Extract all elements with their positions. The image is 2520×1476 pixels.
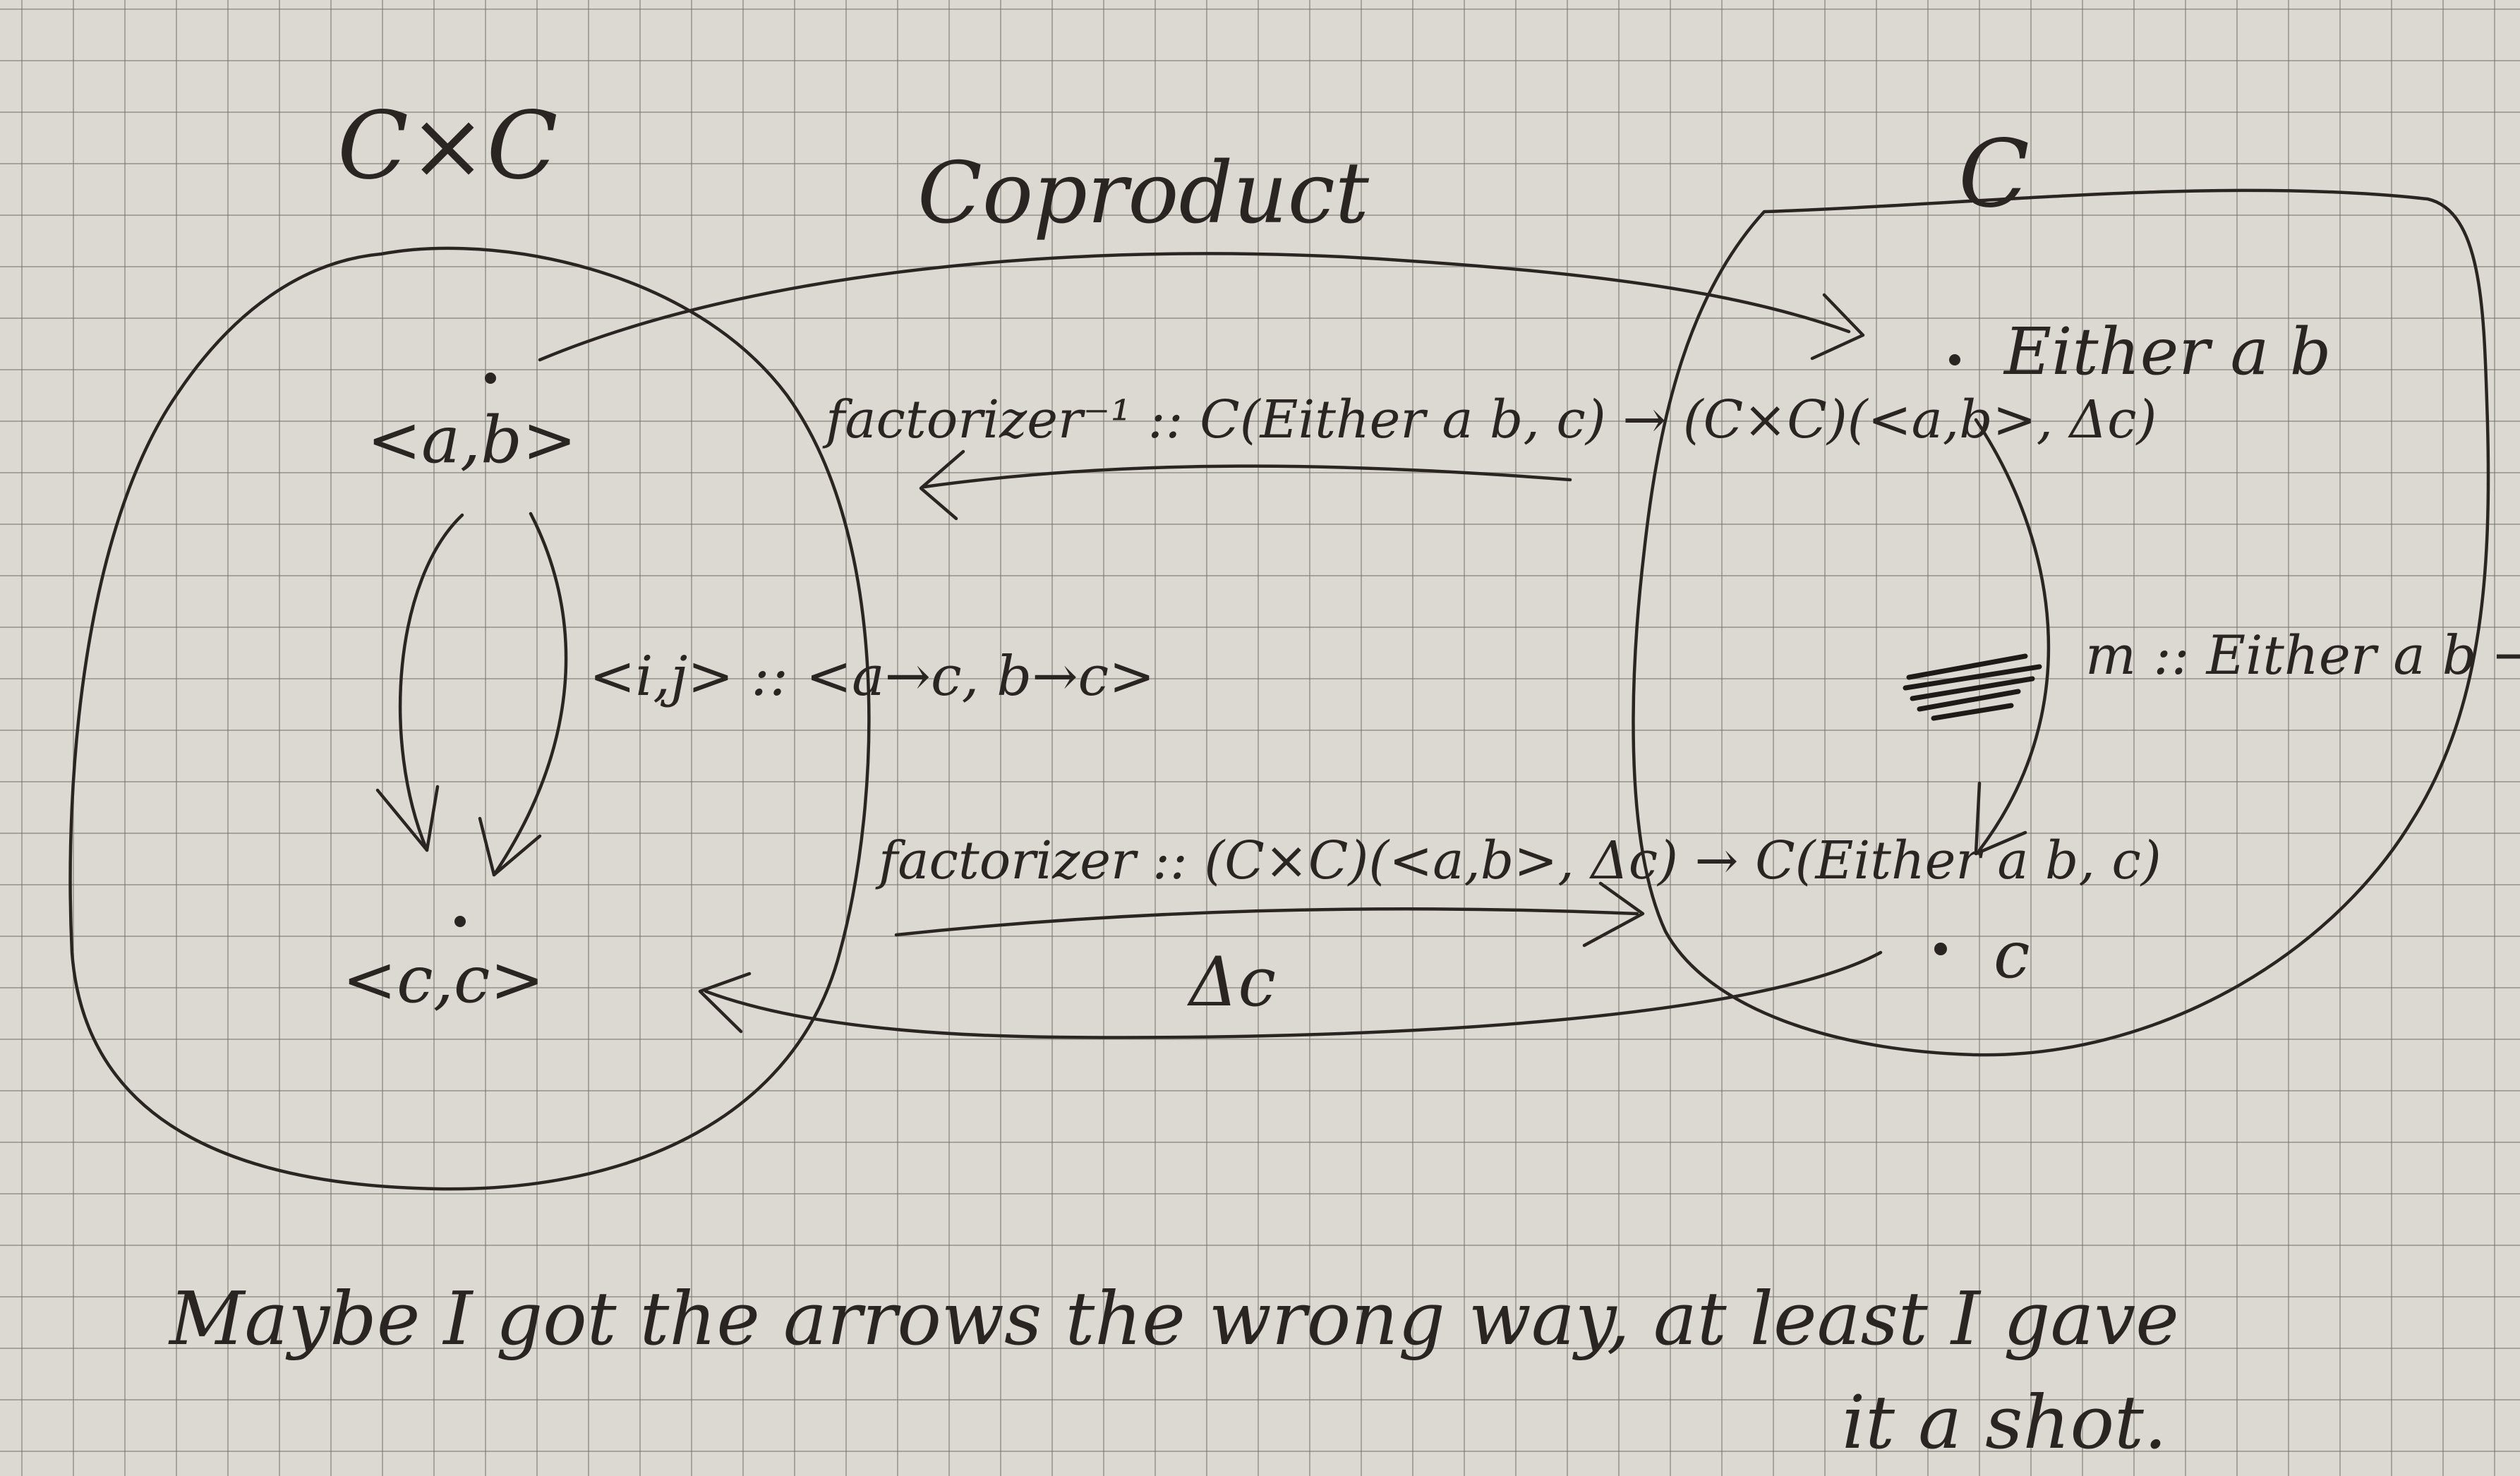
object-label-cc: <c,c> xyxy=(342,942,544,1017)
arrow-factorizer-head xyxy=(1582,881,1645,948)
object-label-either: Either a b xyxy=(2003,314,2331,389)
diagram-title: Coproduct xyxy=(917,145,1370,243)
arrow-ab-to-either xyxy=(538,252,1851,362)
factorizer-label: factorizer :: (C×C)(<a,b>, Δc) → C(Eithe… xyxy=(875,830,2162,891)
product-category-boundary xyxy=(68,246,871,1191)
m-label: m :: Either a b → c xyxy=(2085,624,2520,686)
arrow-factorizer-inverse xyxy=(922,464,1572,489)
injection-arrow-j-head xyxy=(478,816,542,877)
object-dot-ab xyxy=(485,373,496,384)
arrow-factorizer-inverse-head xyxy=(919,449,965,521)
injection-arrow-j xyxy=(492,512,568,877)
object-dot-c xyxy=(1934,943,1947,955)
object-label-ab: <a,b> xyxy=(367,402,577,478)
delta-label: Δc xyxy=(1186,943,1276,1022)
note-line-1: Maybe I got the arrows the wrong way, at… xyxy=(168,1276,2179,1362)
scribbled-out-mark xyxy=(1903,653,2042,721)
injection-arrow-i-head xyxy=(375,785,440,852)
category-label-cxc: C×C xyxy=(337,92,558,200)
arrow-ab-to-either-head xyxy=(1810,293,1865,361)
note-line-2: it a shot. xyxy=(1842,1379,2167,1465)
factorizer-inverse-label: factorizer⁻¹ :: C(Either a b, c) → (C×C)… xyxy=(822,389,2157,450)
category-label-c: C xyxy=(1958,120,2030,229)
injection-arrow-i xyxy=(398,513,464,852)
arrow-m-head xyxy=(1974,781,2027,856)
target-category-boundary xyxy=(1632,188,2490,1057)
object-dot-cc xyxy=(454,916,466,927)
injection-label: <i,j> :: <a→c, b→c> xyxy=(589,645,1155,708)
object-dot-either xyxy=(1949,354,1960,365)
arrow-m xyxy=(1974,418,2051,852)
arrow-delta xyxy=(704,950,1883,1039)
object-label-c: c xyxy=(1994,917,2030,993)
arrow-delta-head xyxy=(698,972,752,1034)
arrow-factorizer xyxy=(894,907,1639,937)
